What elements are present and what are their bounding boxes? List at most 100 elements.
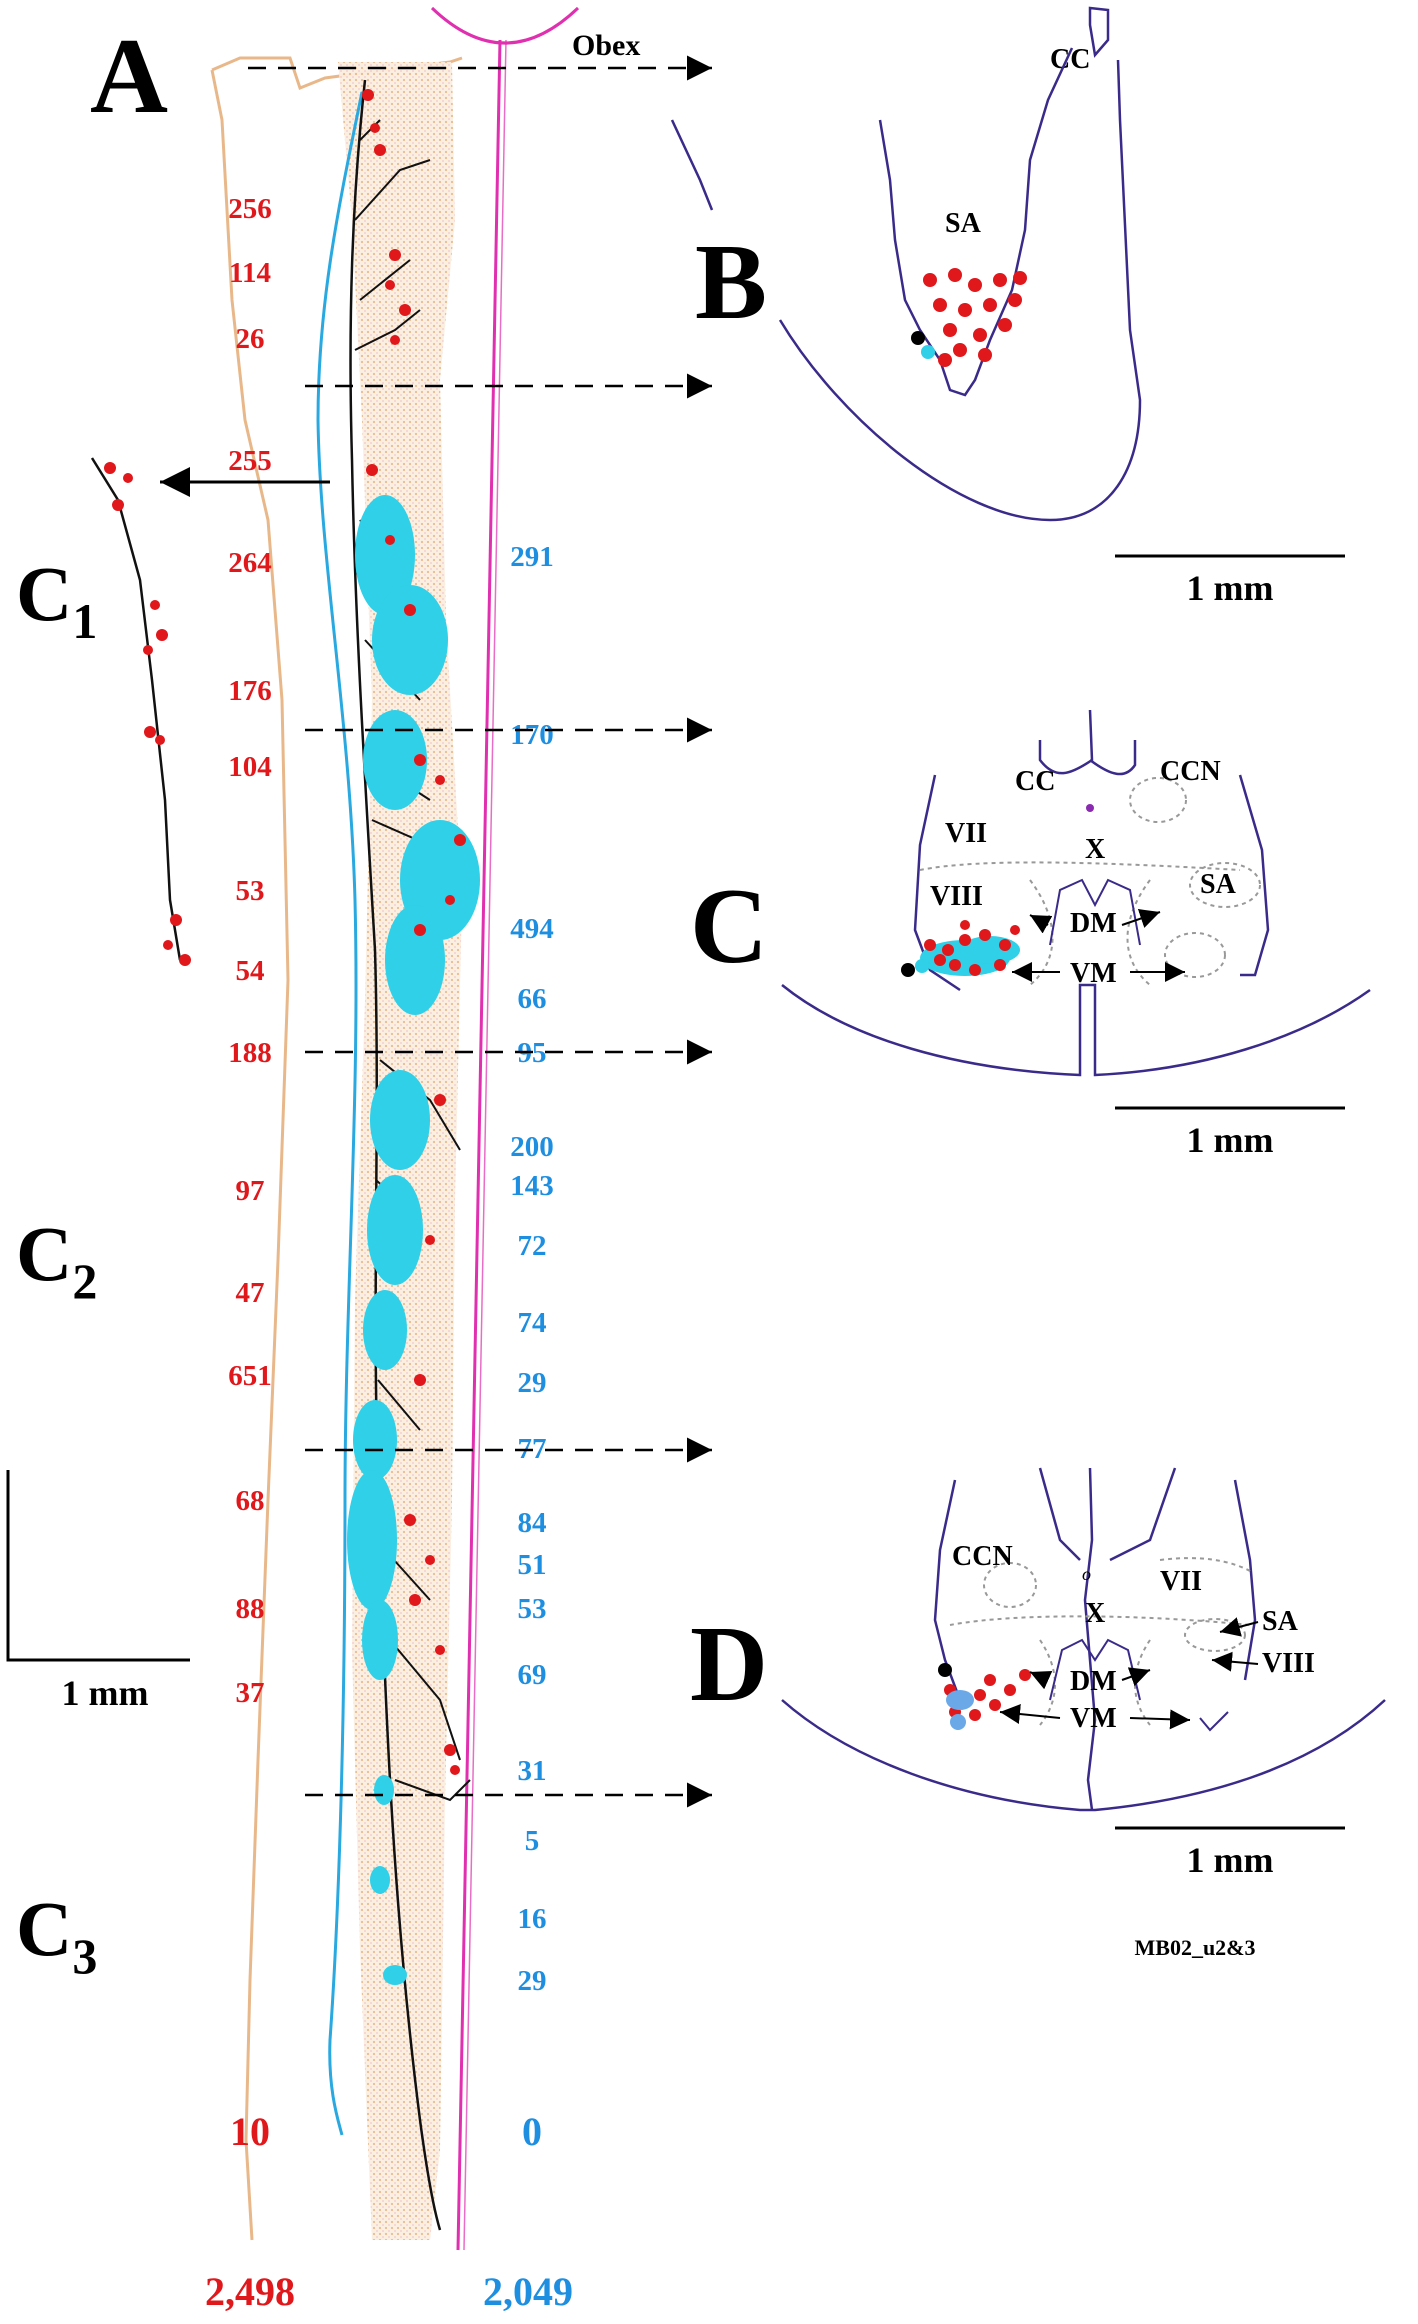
panel-letter-b: B bbox=[695, 223, 767, 342]
blue-count: 66 bbox=[518, 983, 547, 1015]
red-count-column: 256 114 26 255 264 176 104 53 54 188 97 … bbox=[228, 193, 272, 2154]
panel-d-viii-label: VIII bbox=[1262, 1648, 1315, 1679]
panel-b-scale-label: 1 mm bbox=[1187, 568, 1274, 608]
red-count: 37 bbox=[236, 1677, 265, 1709]
red-boutons bbox=[362, 89, 466, 1775]
red-count: 114 bbox=[229, 257, 271, 289]
segment-label-c3: C3 bbox=[16, 1885, 97, 1984]
panel-c-inner-dm bbox=[1049, 878, 1141, 946]
panel-c-scale-label: 1 mm bbox=[1187, 1120, 1274, 1160]
panel-c-cc-label: CC bbox=[1015, 766, 1055, 797]
specimen-id: MB02_u2&3 bbox=[1135, 1935, 1256, 1960]
obex-label: Obex bbox=[572, 29, 640, 62]
blue-count-column: 291 170 494 66 95 200 143 72 74 29 77 84… bbox=[510, 541, 554, 2154]
panel-d-vm-label: VM bbox=[1070, 1703, 1117, 1734]
panel-c-boutons bbox=[924, 920, 1020, 976]
red-count: 104 bbox=[228, 751, 272, 783]
red-count: 255 bbox=[228, 445, 272, 477]
panel-d-x-label: X bbox=[1085, 1598, 1105, 1629]
red-count: 97 bbox=[236, 1175, 265, 1207]
midline bbox=[456, 39, 502, 2251]
red-count: 47 bbox=[236, 1277, 265, 1309]
red-count: 188 bbox=[228, 1037, 272, 1069]
panel-d: D o bbox=[690, 1467, 1386, 1960]
red-count: 26 bbox=[236, 323, 265, 355]
panel-d-vii-label: VII bbox=[1160, 1566, 1202, 1597]
blue-count: 69 bbox=[518, 1659, 547, 1691]
scale-bar-a-label: 1 mm bbox=[62, 1673, 149, 1713]
red-count: 53 bbox=[236, 875, 265, 907]
panel-d-ccn-label: CCN bbox=[952, 1541, 1013, 1572]
blue-count: 0 bbox=[522, 2109, 542, 2154]
panel-b-cc-label: CC bbox=[1050, 44, 1090, 75]
blue-count: 84 bbox=[518, 1507, 547, 1539]
cyan-terminal-fields bbox=[347, 495, 480, 1985]
red-count: 651 bbox=[228, 1360, 272, 1392]
panel-c-viii-label: VIII bbox=[930, 881, 983, 912]
c1-inset-trace bbox=[90, 457, 191, 966]
blue-count: 16 bbox=[518, 1903, 547, 1935]
panel-c-vii-label: VII bbox=[945, 818, 987, 849]
panel-d-outline bbox=[781, 1467, 1386, 1812]
panel-d-blue-field bbox=[946, 1690, 974, 1730]
scale-bar-a: 1 mm bbox=[6, 1470, 190, 1713]
blue-count: 31 bbox=[518, 1755, 547, 1787]
blue-count: 143 bbox=[510, 1170, 554, 1202]
panel-d-black-dot bbox=[938, 1663, 952, 1677]
blue-count: 29 bbox=[518, 1367, 547, 1399]
segment-label-c2: C2 bbox=[16, 1210, 97, 1309]
blue-count: 53 bbox=[518, 1593, 547, 1625]
blue-count: 51 bbox=[518, 1549, 547, 1581]
panel-b-black-dot bbox=[911, 331, 925, 345]
panel-c-ccn-label: CCN bbox=[1160, 756, 1221, 787]
panel-d-leaders bbox=[999, 1617, 1259, 1730]
panel-c-vm-label: VM bbox=[1070, 958, 1117, 989]
panel-d-center-o: o bbox=[1082, 1564, 1091, 1584]
red-total: 2,498 bbox=[205, 2269, 295, 2314]
red-count: 264 bbox=[228, 547, 272, 579]
panel-c-black-dot bbox=[901, 963, 915, 977]
blue-count: 200 bbox=[510, 1131, 554, 1163]
panel-c-leaders bbox=[1012, 909, 1185, 982]
panel-c-outline bbox=[781, 709, 1371, 1077]
panel-d-dm-label: DM bbox=[1070, 1666, 1117, 1697]
red-count: 68 bbox=[236, 1485, 265, 1517]
blue-count: 5 bbox=[525, 1825, 540, 1857]
panel-c: C CC bbox=[690, 709, 1371, 1160]
cyan-axon-trace bbox=[316, 91, 364, 2136]
segment-label-c1: C1 bbox=[16, 550, 97, 649]
panel-b-outline bbox=[670, 6, 1142, 522]
obex-outline bbox=[430, 6, 580, 45]
blue-total: 2,049 bbox=[483, 2269, 573, 2314]
panel-c-sa-label: SA bbox=[1200, 869, 1237, 900]
panel-a: A Obex C1 C2 C3 256 114 26 255 264 176 1… bbox=[6, 6, 712, 2314]
panel-c-x-label: X bbox=[1085, 834, 1105, 865]
blue-count: 74 bbox=[518, 1307, 547, 1339]
red-count: 54 bbox=[236, 955, 265, 987]
panel-d-inner-dm bbox=[1049, 1638, 1229, 1732]
red-count: 176 bbox=[228, 675, 272, 707]
panel-letter-d: D bbox=[690, 1605, 768, 1724]
level-lines bbox=[248, 55, 712, 1808]
panel-d-sa-label: SA bbox=[1262, 1606, 1299, 1637]
panel-c-cyan-dot bbox=[915, 959, 929, 973]
panel-b-sa-label: SA bbox=[945, 208, 982, 239]
panel-letter-c: C bbox=[690, 867, 768, 986]
panel-b: B CC SA 1 mm bbox=[670, 6, 1345, 608]
blue-count: 291 bbox=[510, 541, 554, 573]
blue-count: 494 bbox=[510, 913, 554, 945]
panel-c-subdivisions bbox=[919, 777, 1261, 986]
blue-count: 72 bbox=[518, 1230, 547, 1262]
red-count: 10 bbox=[230, 2109, 270, 2154]
panel-d-scale-label: 1 mm bbox=[1187, 1840, 1274, 1880]
blue-count: 29 bbox=[518, 1965, 547, 1997]
panel-c-dm-label: DM bbox=[1070, 908, 1117, 939]
blue-count: 170 bbox=[510, 719, 554, 751]
red-count: 88 bbox=[236, 1593, 265, 1625]
red-count: 256 bbox=[228, 193, 272, 225]
panel-b-cyan-dot bbox=[921, 345, 935, 359]
panel-letter-a: A bbox=[90, 17, 168, 136]
panel-c-cc-dot bbox=[1086, 804, 1094, 812]
panel-b-boutons bbox=[923, 268, 1027, 367]
